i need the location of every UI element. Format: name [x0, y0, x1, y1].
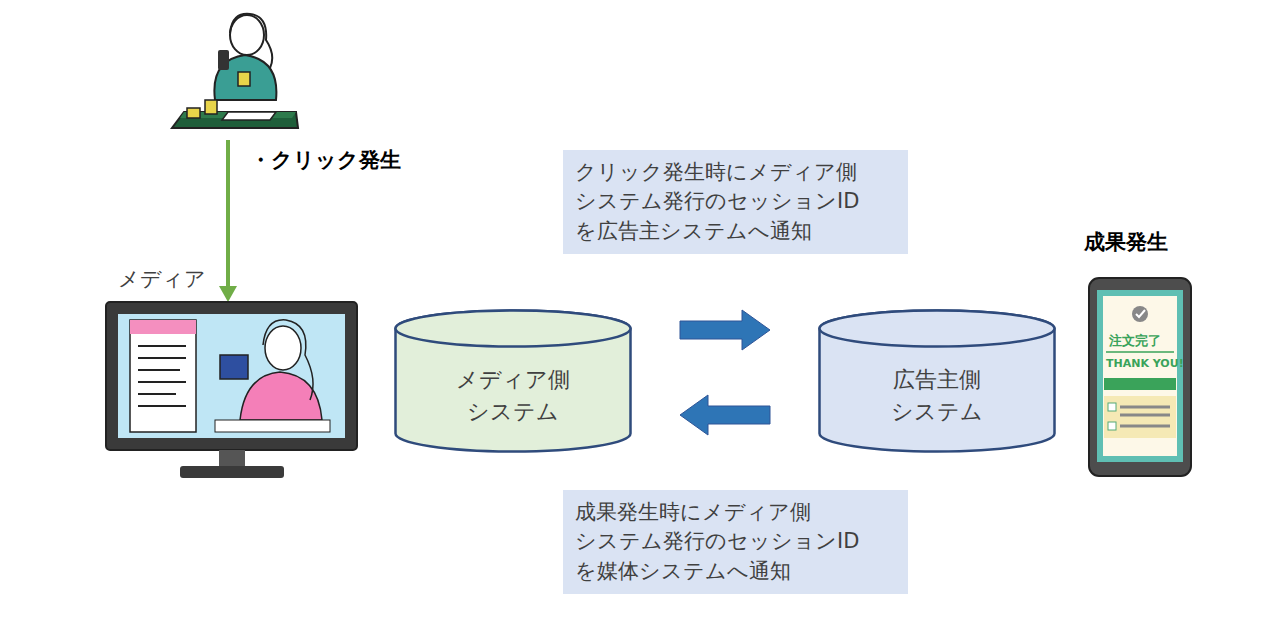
block-arrow	[680, 395, 770, 435]
monitor-illustration	[106, 302, 357, 478]
phone-illustration	[1089, 278, 1191, 476]
arrow-head	[219, 286, 237, 302]
media-label: メディア	[118, 265, 206, 293]
event-label: ・クリック発生	[250, 146, 401, 174]
system-name: メディア側 システム	[438, 364, 588, 428]
note-box: クリック発生時にメディア側 システム発行のセッションID を広告主システムへ通知	[563, 150, 908, 254]
screen-text: THANK YOU!	[1106, 357, 1184, 370]
system-name: 広告主側 システム	[862, 364, 1012, 428]
system-cylinder: 広告主側 システム	[817, 308, 1057, 454]
person-illustration	[172, 14, 298, 128]
block-arrow	[680, 310, 770, 350]
note-box: 成果発生時にメディア側 システム発行のセッションID を媒体システムへ通知	[563, 490, 908, 594]
system-cylinder: メディア側 システム	[393, 308, 633, 454]
flow-line	[226, 140, 230, 288]
screen-text: 注文完了	[1109, 332, 1161, 350]
event-label: 成果発生	[1084, 228, 1168, 256]
note-text: クリック発生時にメディア側 システム発行のセッションID を広告主システムへ通知	[575, 158, 898, 246]
note-text: 成果発生時にメディア側 システム発行のセッションID を媒体システムへ通知	[575, 498, 898, 586]
